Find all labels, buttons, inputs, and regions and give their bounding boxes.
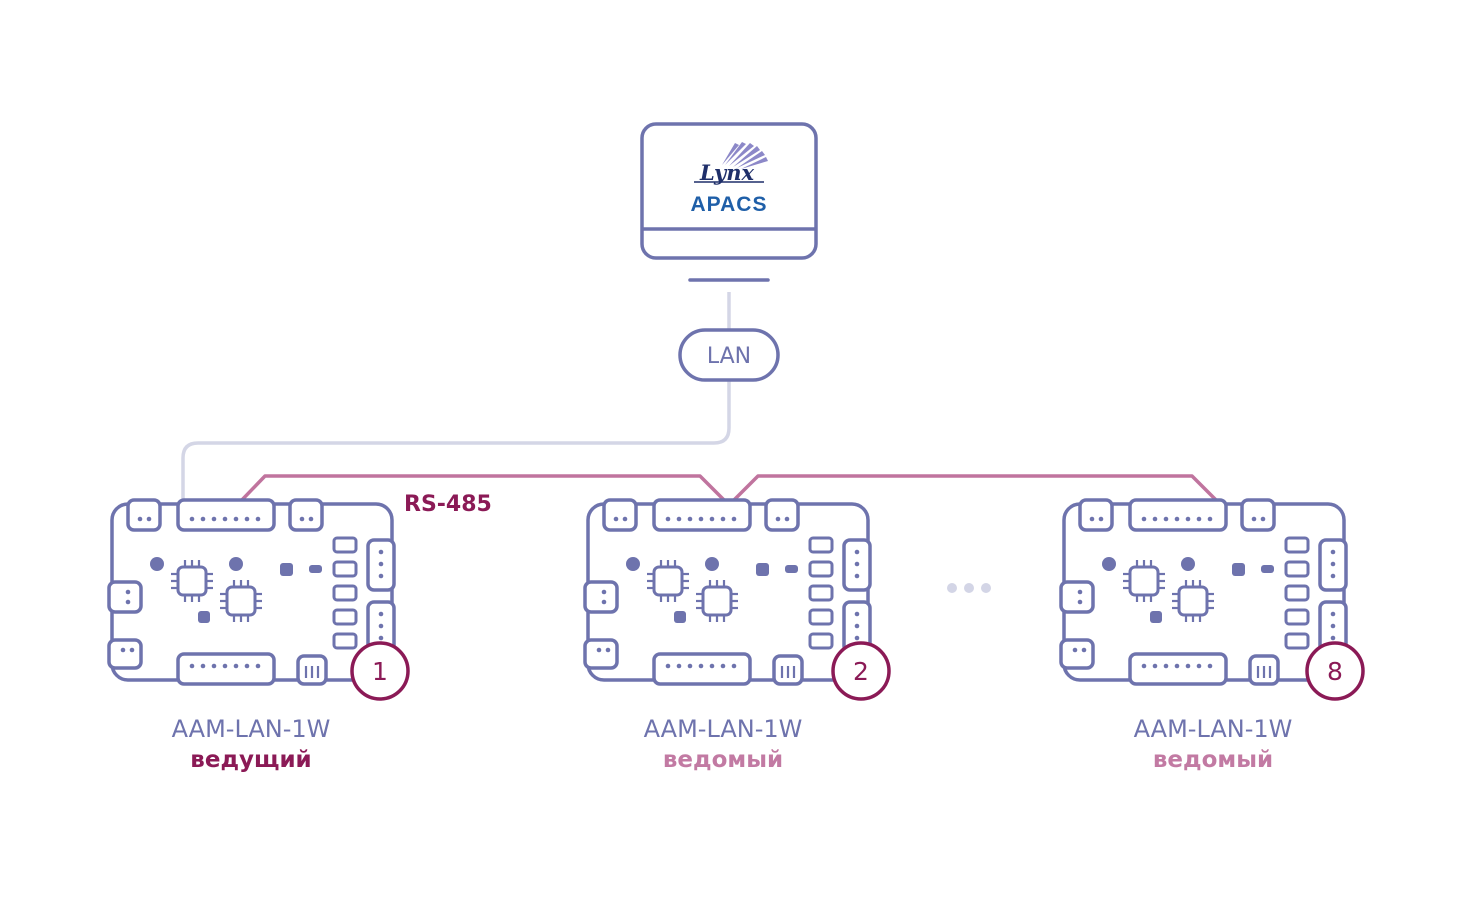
rs485-bus: RS-485 <box>237 474 1221 517</box>
controller-number-badge <box>1305 641 1365 701</box>
controller-board-icon <box>109 500 394 684</box>
controller-role: ведомый <box>663 747 783 773</box>
lan-connection: LAN <box>181 292 780 505</box>
controller-number: 8 <box>1327 657 1343 686</box>
lynx-logo-icon: Lynx <box>694 142 768 185</box>
controller-2: 2 AAM-LAN-1W ведомый <box>585 500 891 773</box>
controller-board-icon <box>1061 500 1346 684</box>
controller-role: ведомый <box>1153 747 1273 773</box>
controller-number-badge <box>350 641 410 701</box>
controller-1: 1 AAM-LAN-1W ведущий <box>109 500 410 773</box>
controller-number-badge <box>831 641 891 701</box>
rs485-label: RS-485 <box>404 492 492 517</box>
product-name: APACS <box>691 193 768 216</box>
monitor-body <box>640 122 818 260</box>
controller-role: ведущий <box>190 747 311 773</box>
lan-cable <box>181 380 731 505</box>
controller-model: AAM-LAN-1W <box>172 715 331 743</box>
controller-number: 2 <box>853 657 869 686</box>
controller-number: 1 <box>372 657 388 686</box>
controller-board-icon <box>585 500 870 684</box>
more-dots-icon <box>947 583 991 593</box>
controller-model: AAM-LAN-1W <box>644 715 803 743</box>
lan-badge <box>678 328 780 382</box>
lan-label: LAN <box>707 344 751 369</box>
logo-word: Lynx <box>699 160 754 185</box>
controller-8: 8 AAM-LAN-1W ведомый <box>1061 500 1365 773</box>
controller-model: AAM-LAN-1W <box>1134 715 1293 743</box>
server-monitor: Lynx APACS <box>640 122 818 282</box>
